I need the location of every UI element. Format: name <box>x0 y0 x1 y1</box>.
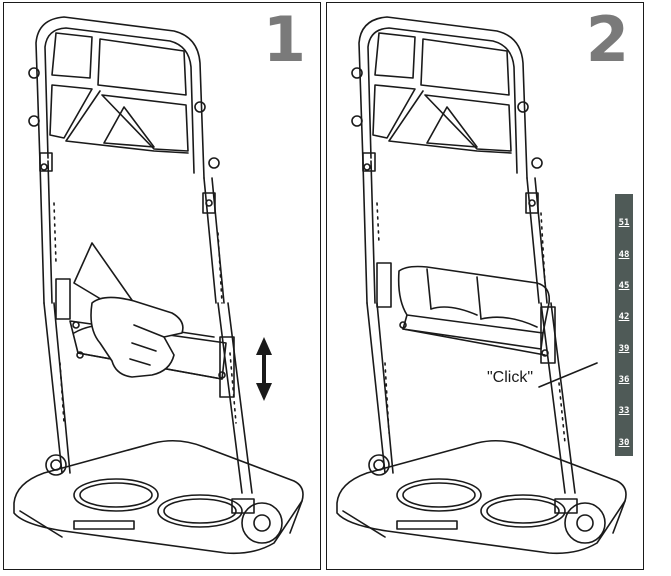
backrest-frame <box>28 16 220 179</box>
base-plate <box>13 439 304 555</box>
click-callout-label: "Click" <box>487 369 534 386</box>
lift-chair-illustration <box>13 16 304 555</box>
scale-mark: 36 <box>618 375 630 385</box>
scale-mark: 42 <box>618 312 630 322</box>
scale-mark: 48 <box>618 250 630 260</box>
step-1-panel: 1 <box>3 2 321 570</box>
scale-mark: 45 <box>618 281 630 291</box>
scale-mark: 51 <box>618 218 630 228</box>
base-plate <box>336 439 627 555</box>
step-2-panel: 2 <box>326 2 644 570</box>
scale-mark: 33 <box>618 406 630 416</box>
up-down-arrow <box>256 337 272 401</box>
seat-and-hand <box>69 242 227 380</box>
scale-mark: 39 <box>618 344 630 354</box>
upright-tubes <box>362 152 576 494</box>
step-number: 1 <box>262 3 306 76</box>
scale-mark: 30 <box>618 438 630 448</box>
step-number: 2 <box>585 3 629 76</box>
lift-chair-illustration <box>336 16 627 555</box>
upright-tubes <box>39 152 253 494</box>
click-callout-line <box>538 362 598 388</box>
backrest-frame <box>351 16 543 179</box>
height-scale: 51 48 45 42 39 36 33 30 <box>615 194 633 456</box>
seat-raised <box>397 265 551 357</box>
